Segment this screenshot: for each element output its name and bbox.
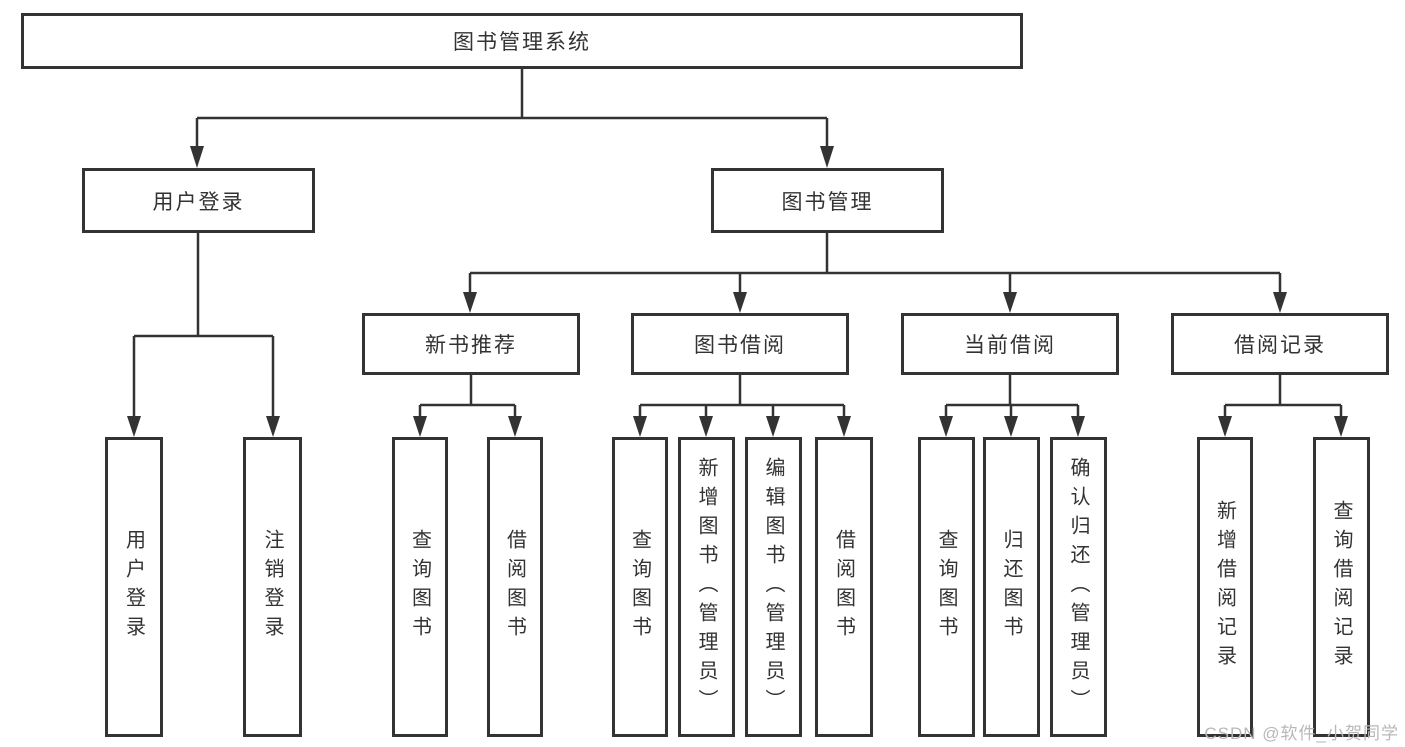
leaf-query-books-borrow: 查询图书 — [612, 437, 668, 737]
leaf-edit-books-admin: 编辑图书（管理员） — [745, 437, 802, 737]
node-book-management: 图书管理 — [711, 168, 944, 233]
leaf-logout: 注销登录 — [243, 437, 302, 737]
node-root: 图书管理系统 — [21, 13, 1023, 69]
node-user-login: 用户登录 — [82, 168, 315, 233]
leaf-query-books-current: 查询图书 — [918, 437, 975, 737]
node-new-book-recommend: 新书推荐 — [362, 313, 580, 375]
leaf-add-borrow-record: 新增借阅记录 — [1197, 437, 1253, 737]
leaf-add-books-admin: 新增图书（管理员） — [678, 437, 735, 737]
csdn-watermark: CSDN @软件_小贺同学 — [1204, 724, 1399, 743]
leaf-query-books-recommend: 查询图书 — [392, 437, 448, 737]
leaf-query-borrow-record: 查询借阅记录 — [1313, 437, 1370, 737]
leaf-confirm-return-admin: 确认归还（管理员） — [1050, 437, 1107, 737]
leaf-borrow-books-recommend: 借阅图书 — [487, 437, 543, 737]
leaf-return-books: 归还图书 — [983, 437, 1040, 737]
leaf-user-login: 用户登录 — [105, 437, 163, 737]
leaf-borrow-books: 借阅图书 — [815, 437, 873, 737]
node-current-borrow: 当前借阅 — [901, 313, 1119, 375]
node-book-borrow: 图书借阅 — [631, 313, 849, 375]
node-borrow-records: 借阅记录 — [1171, 313, 1389, 375]
